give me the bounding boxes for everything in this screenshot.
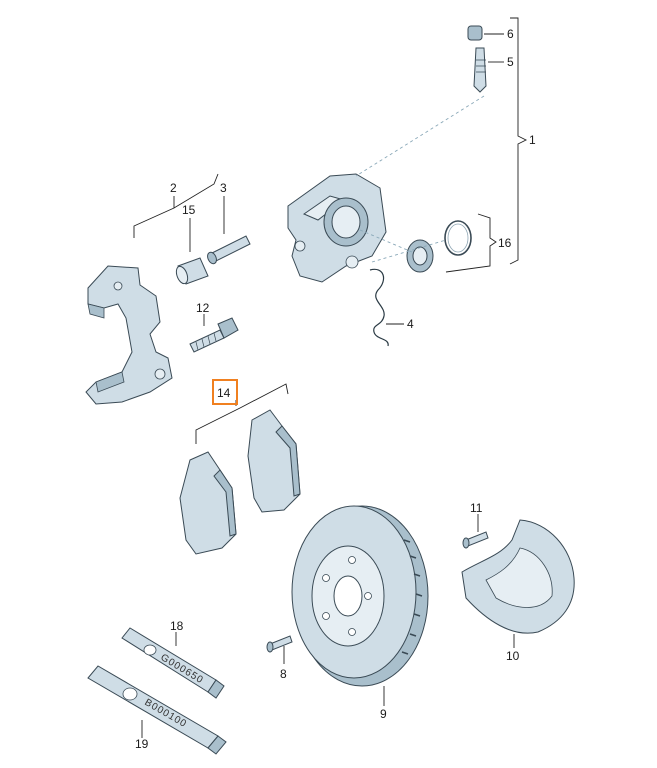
- callout-3[interactable]: 3: [220, 181, 227, 195]
- callout-4[interactable]: 4: [407, 317, 414, 331]
- disc-screw[interactable]: [266, 635, 293, 653]
- callout-8[interactable]: 8: [280, 667, 287, 681]
- piston-seal-kit[interactable]: [406, 220, 472, 273]
- paste-tube-18[interactable]: G000650: [121, 627, 225, 699]
- callout-numbers: 1 2 3 4 5 6 8 9 10 11 12 14 15 16 18 19: [135, 27, 536, 751]
- callout-11[interactable]: 11: [470, 501, 483, 515]
- callout-14[interactable]: 14: [217, 386, 231, 400]
- splash-shield-bolt[interactable]: [462, 531, 489, 549]
- brake-caliper[interactable]: [287, 173, 387, 283]
- callout-19[interactable]: 19: [135, 737, 149, 751]
- highlight-box-14: [212, 379, 238, 405]
- bleed-valve[interactable]: [473, 47, 487, 93]
- brake-pad-outer[interactable]: [179, 451, 237, 555]
- carrier-bolt[interactable]: [189, 317, 239, 353]
- callout-5[interactable]: 5: [507, 55, 514, 69]
- callout-15[interactable]: 15: [182, 203, 196, 217]
- callout-2[interactable]: 2: [170, 181, 177, 195]
- callout-9[interactable]: 9: [380, 707, 387, 721]
- dust-cap[interactable]: [467, 25, 483, 41]
- callout-16[interactable]: 16: [498, 236, 512, 250]
- brake-pad-inner[interactable]: [247, 409, 301, 513]
- assembly-lines: [355, 95, 485, 263]
- spring-clip[interactable]: [369, 268, 389, 347]
- callout-12[interactable]: 12: [196, 301, 210, 315]
- callout-1[interactable]: 1: [529, 133, 536, 147]
- leader-lines: [133, 17, 528, 738]
- caliper-carrier[interactable]: [85, 265, 173, 405]
- callout-18[interactable]: 18: [170, 619, 184, 633]
- guide-sleeve[interactable]: [174, 257, 209, 285]
- callout-6[interactable]: 6: [507, 27, 514, 41]
- splash-shield[interactable]: [461, 519, 575, 634]
- guide-bolt[interactable]: [206, 235, 251, 265]
- callout-10[interactable]: 10: [506, 649, 520, 663]
- brake-disc[interactable]: [291, 505, 429, 687]
